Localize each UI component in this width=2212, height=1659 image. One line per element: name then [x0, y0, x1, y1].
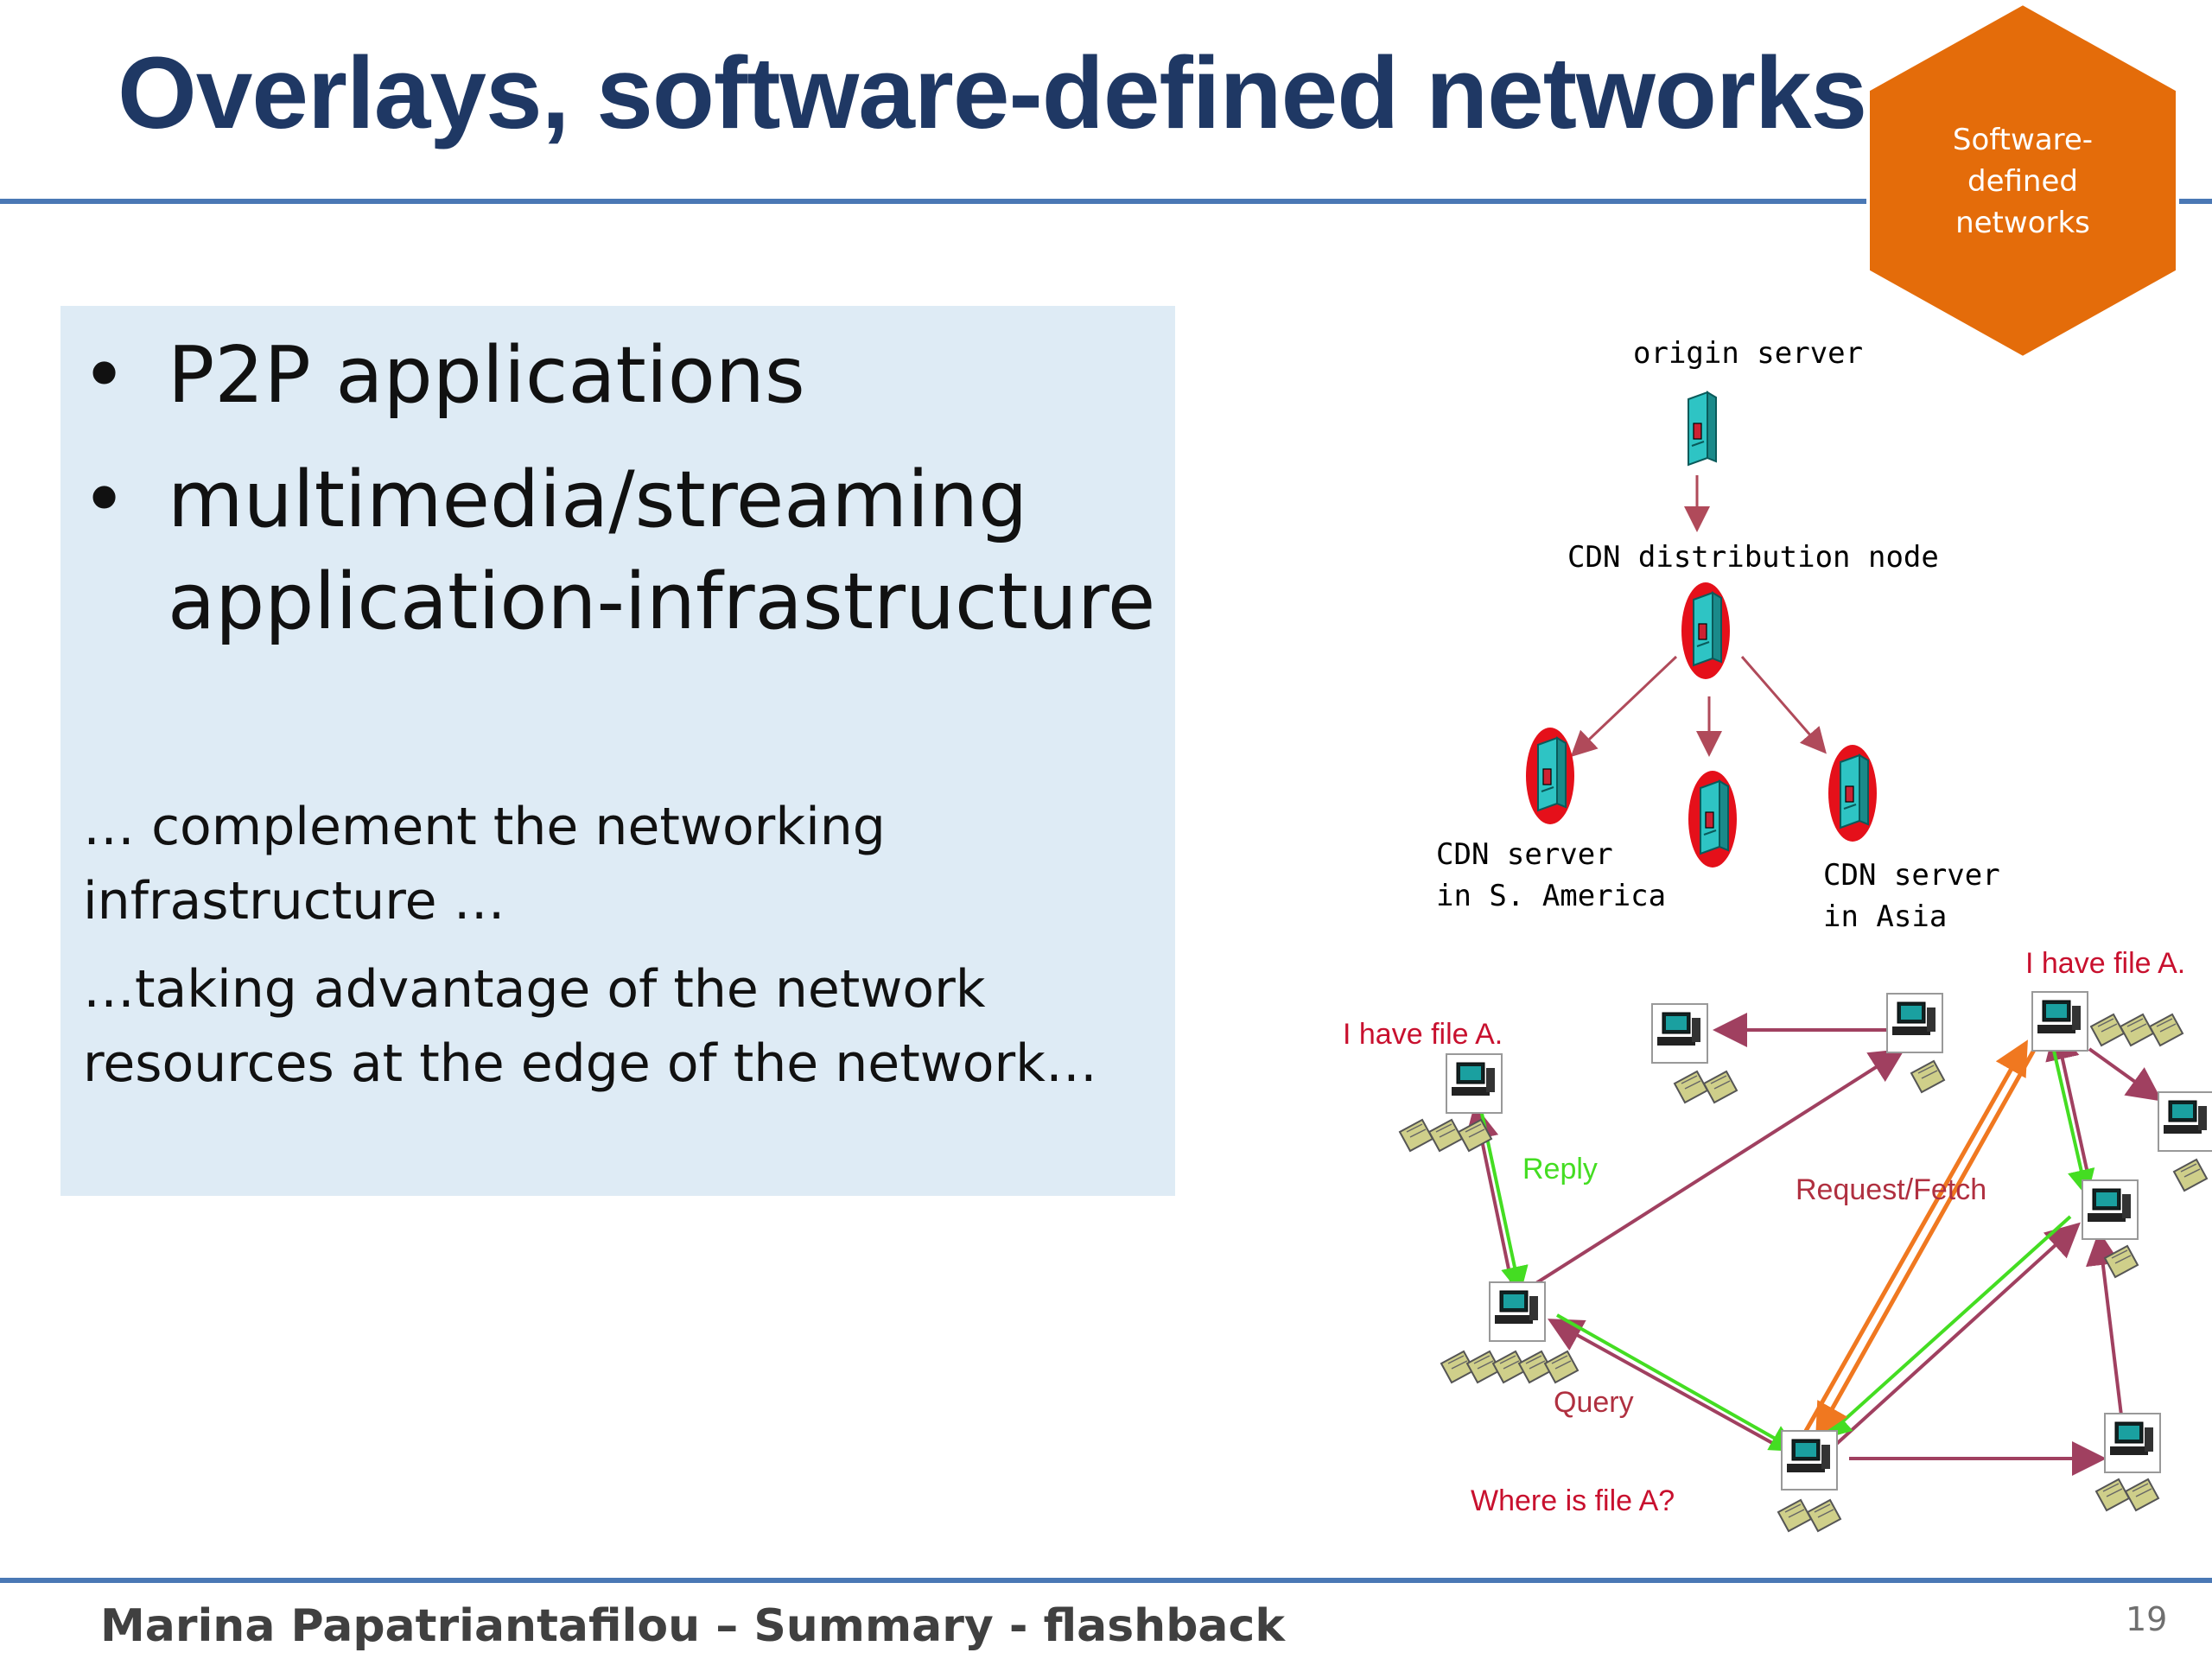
cdn-asia-label: in Asia — [1823, 899, 1947, 934]
badge-label: Software- defined networks — [1863, 119, 2183, 244]
slide-title: Overlays, software-defined networks — [118, 36, 1867, 150]
file-icon — [2095, 1478, 2159, 1511]
cdn-edge — [1740, 656, 1827, 754]
file-icon — [1910, 1060, 1945, 1093]
peer-computer-icon — [1489, 1281, 1546, 1342]
cdn-server-icon — [1526, 728, 1574, 824]
title-rule — [0, 199, 2212, 204]
bullet-item: • multimedia/streaming application-infra… — [60, 449, 1175, 653]
badge-line: Software- — [1952, 123, 2094, 157]
file-icon — [2104, 1245, 2139, 1278]
peer-computer-icon — [2031, 991, 2088, 1052]
page-number: 19 — [2126, 1600, 2168, 1638]
peer-computer-icon — [2082, 1179, 2139, 1240]
bullet-dot: • — [81, 454, 128, 545]
query-edge — [1547, 1319, 1798, 1459]
reply-edge — [1556, 1313, 1798, 1452]
bullet-dot: • — [81, 330, 128, 421]
cdn-sa-label: CDN server — [1436, 837, 1613, 872]
file-icon — [1674, 1071, 1738, 1103]
query-edge — [2086, 1230, 2123, 1416]
badge-line: defined — [1967, 164, 2078, 199]
footer-text: Marina Papatriantafilou – Summary - flas… — [100, 1600, 1285, 1652]
bullet-text: P2P applications — [168, 330, 805, 421]
origin-server-icon — [1688, 391, 1717, 466]
badge-line: networks — [1955, 206, 2090, 240]
request-fetch-label: Request/Fetch — [1796, 1173, 1986, 1206]
reply-edge — [2048, 1031, 2095, 1198]
query-edge — [2088, 1047, 2163, 1102]
where-file-label: Where is file A? — [1471, 1484, 1675, 1517]
cdn-asia-label: CDN server — [1823, 858, 2000, 893]
bullet-list: • P2P applications • multimedia/streamin… — [60, 325, 1175, 676]
distribution-node-icon — [1681, 582, 1730, 679]
file-icon — [1777, 1499, 1841, 1532]
peer-computer-icon — [1651, 1003, 1708, 1064]
distribution-node-label: CDN distribution node — [1567, 540, 1939, 575]
file-icon — [1399, 1119, 1492, 1152]
section-badge: Software- defined networks — [1863, 0, 2183, 361]
reply-edge — [1823, 1215, 2072, 1440]
content-box: • P2P applications • multimedia/streamin… — [60, 306, 1175, 1196]
query-label: Query — [1554, 1386, 1634, 1419]
file-icon — [1440, 1351, 1579, 1383]
query-edge — [2045, 1025, 2093, 1190]
bullet-item: • P2P applications — [60, 325, 1175, 427]
query-edge — [1528, 1048, 1905, 1289]
query-edge — [1830, 1222, 2081, 1450]
cdn-server-icon — [1828, 745, 1877, 842]
complement-text: … complement the networking infrastructu… — [83, 797, 886, 931]
hexagon-shape — [1866, 1, 2179, 360]
cdn-edge — [1570, 655, 1678, 758]
peer-computer-icon — [2158, 1091, 2212, 1152]
fetch-edge — [1803, 1039, 2028, 1433]
edge-resources-text: …taking advantage of the network resourc… — [83, 959, 1097, 1094]
file-icon — [2173, 1159, 2208, 1192]
peer-computer-icon — [1446, 1053, 1503, 1114]
fetch-edge — [1815, 1042, 2040, 1439]
cdn-server-icon — [1688, 771, 1737, 868]
reply-label: Reply — [1522, 1153, 1598, 1185]
have-file-label: I have file A. — [1343, 1018, 1503, 1051]
peer-computer-icon — [2104, 1413, 2161, 1473]
network-diagram: origin server CDN distribution node CDN … — [1296, 320, 2212, 1573]
peer-computer-icon — [1781, 1430, 1838, 1491]
have-file-label: I have file A. — [2025, 947, 2185, 980]
file-icon — [2090, 1014, 2183, 1046]
bullet-text: multimedia/streaming application-infrast… — [168, 454, 1156, 647]
peer-computer-icon — [1886, 993, 1943, 1053]
origin-server-label: origin server — [1633, 336, 1863, 371]
footer-rule — [0, 1578, 2212, 1583]
cdn-sa-label: in S. America — [1436, 879, 1666, 913]
